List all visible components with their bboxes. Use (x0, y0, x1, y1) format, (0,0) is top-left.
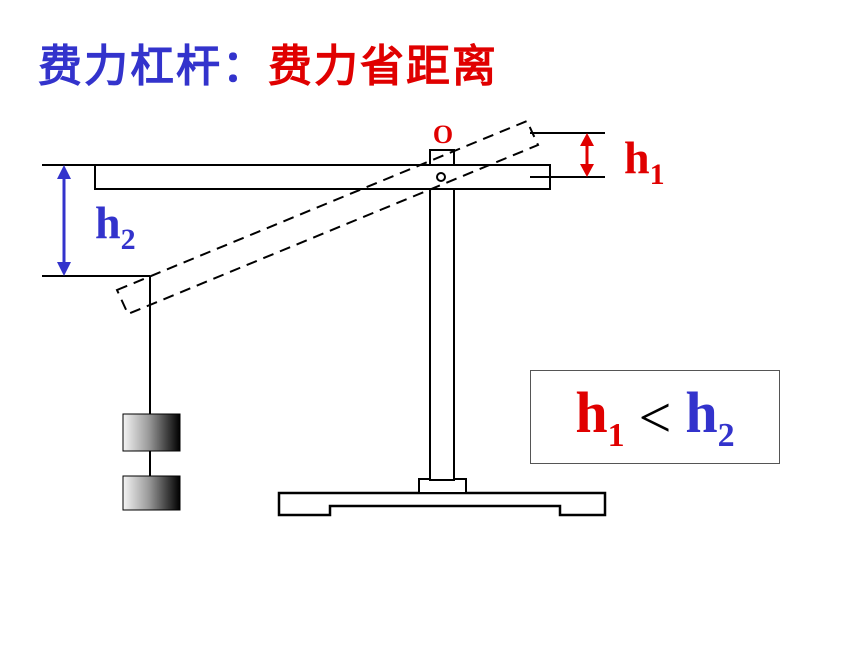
h2-arrowhead-up (57, 165, 71, 179)
h1-arrowhead-up (580, 133, 594, 146)
h1-label-sub: 1 (650, 158, 665, 191)
tilted-lever-dashed (115, 119, 540, 316)
pivot-label: O (433, 120, 453, 149)
comparison-left-base: h (575, 380, 608, 445)
comparison-left-sub: 1 (607, 417, 625, 454)
comparison-left: h1 (575, 379, 624, 455)
h2-arrowhead-down (57, 262, 71, 276)
h1-arrowhead-down (580, 164, 594, 177)
pivot-point (436, 172, 446, 182)
stand-foot (418, 478, 467, 494)
stand-base (277, 491, 607, 517)
comparison-operator: < (638, 384, 672, 450)
h1-label-base: h (624, 132, 650, 183)
h2-label-base: h (95, 197, 121, 248)
stand-post (429, 149, 455, 481)
h2-label-sub: 2 (121, 223, 136, 256)
weight-block-top (122, 413, 181, 452)
comparison-right-base: h (685, 380, 718, 445)
title-lever-type: 费力杠杆： (38, 41, 268, 92)
comparison-right: h2 (685, 379, 734, 455)
weight-block-bottom (122, 475, 181, 511)
comparison-box: h1 < h2 (530, 370, 780, 464)
comparison-right-sub: 2 (717, 417, 735, 454)
slide-title: 费力杠杆：费力省距离 (38, 30, 498, 94)
h2-label: h2 (95, 197, 136, 256)
title-property: 费力省距离 (268, 41, 498, 92)
lever-bar (94, 164, 551, 190)
h1-label: h1 (624, 132, 665, 191)
